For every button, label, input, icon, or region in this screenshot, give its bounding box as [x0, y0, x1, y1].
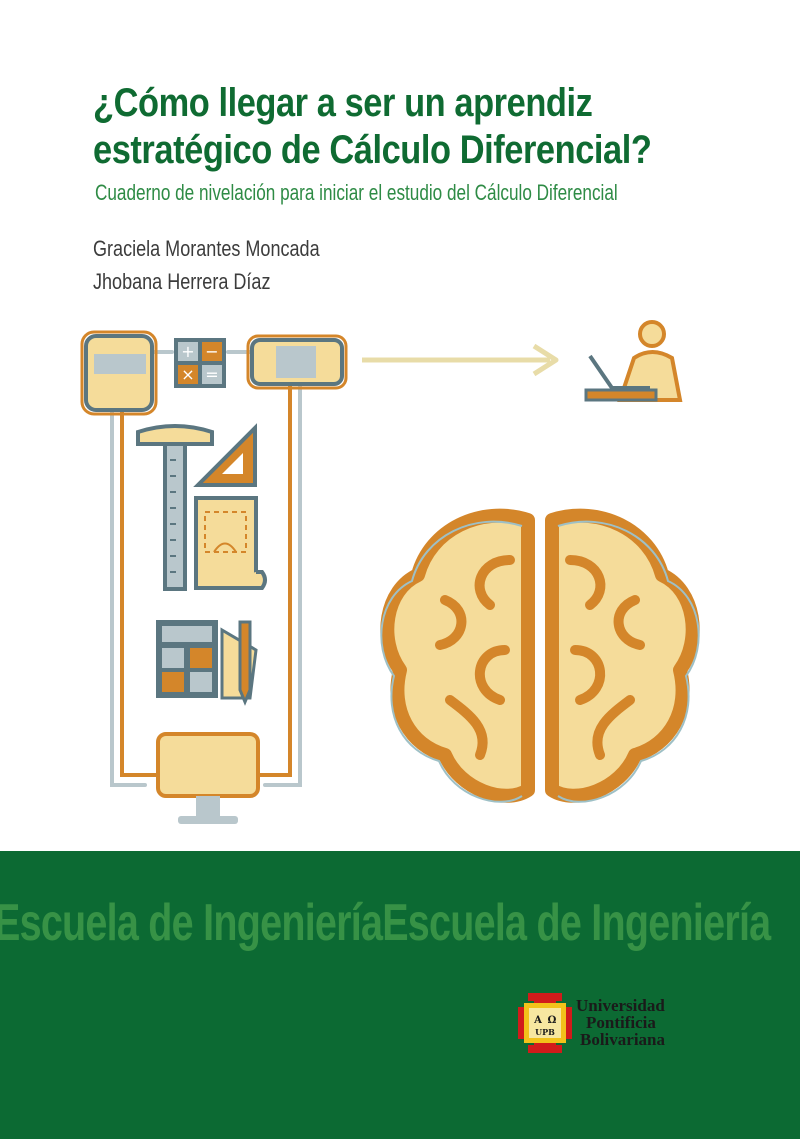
author-name: Graciela Morantes Moncada [93, 236, 320, 261]
book-title: ¿Cómo llegar a ser un aprendiz estratégi… [93, 80, 678, 174]
person-laptop-icon [584, 320, 683, 402]
book-subtitle: Cuaderno de nivelación para iniciar el e… [95, 180, 618, 205]
svg-text:−: − [205, 342, 218, 361]
author-list: Graciela Morantes Moncada Jhobana Herrer… [93, 232, 320, 298]
calculator-icon: + − × = [174, 338, 226, 388]
school-name: Escuela de Ingeniería [382, 894, 771, 952]
svg-text:=: = [205, 365, 218, 384]
university-name-line: Universidad [576, 996, 665, 1015]
cover-illustration: + − × = [80, 320, 700, 824]
university-name: Universidad Pontificia Bolivariana [576, 997, 665, 1048]
set-square-icon [193, 423, 257, 487]
school-name-band: Escuela de IngenieríaEscuela de Ingenier… [0, 891, 771, 955]
calculator-pencil-icon [156, 620, 258, 706]
seal-letter: A [533, 1015, 542, 1026]
seal-letter: Ω [548, 1015, 557, 1026]
arrow-right-icon [362, 343, 559, 377]
school-name: Escuela de Ingeniería [0, 894, 383, 952]
author-name: Jhobana Herrera Díaz [93, 269, 271, 294]
t-square-ruler-icon [136, 424, 214, 591]
monitor-icon [156, 732, 260, 824]
footer-band: Escuela de IngenieríaEscuela de Ingenier… [0, 851, 800, 1139]
svg-text:×: × [181, 365, 194, 384]
blueprint-scroll-icon [194, 496, 267, 590]
university-logo: A Ω UPB Universidad Pontificia Bolivaria… [516, 991, 696, 1055]
title-line-2: estratégico de Cálculo Diferencial? [93, 128, 652, 172]
university-seal-icon: A Ω UPB [518, 993, 572, 1053]
title-line-1: ¿Cómo llegar a ser un aprendiz [93, 81, 593, 125]
university-name-line: Pontificia [586, 1013, 656, 1032]
university-name-line: Bolivariana [580, 1030, 666, 1049]
brain-icon [380, 508, 700, 803]
seal-letter: UPB [535, 1027, 555, 1037]
svg-text:+: + [181, 342, 194, 361]
circuit-frame-icon [80, 330, 348, 787]
